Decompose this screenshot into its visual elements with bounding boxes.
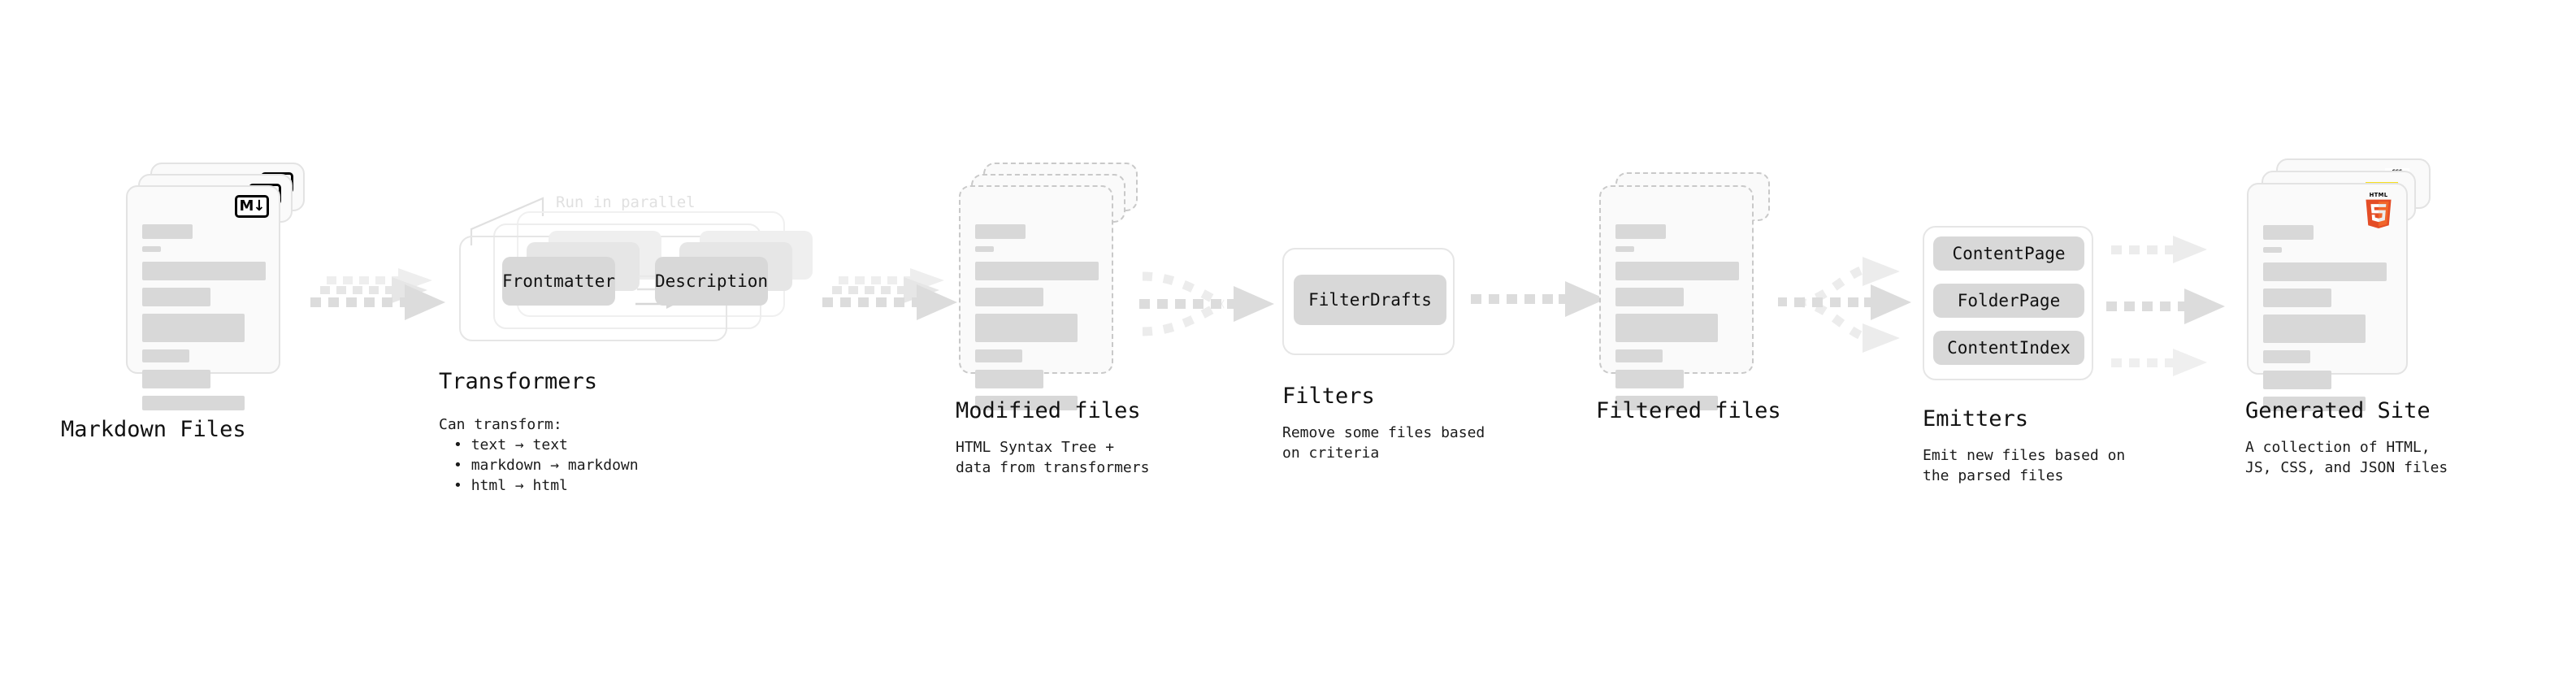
arrow-filtered-to-emitters xyxy=(1778,241,1941,395)
arrow-markdown-to-transformers xyxy=(309,268,455,358)
html5-badge: HTML xyxy=(2362,191,2395,228)
markdown-badge-front: M↓ xyxy=(235,195,269,218)
transformers-bullet-2: • html → html xyxy=(453,477,568,494)
emitter-pill-contentindex[interactable]: ContentIndex xyxy=(1933,331,2084,365)
arrow-emitters-to-site xyxy=(2106,234,2269,388)
stage-desc-transformers: Can transform: xyxy=(439,414,562,435)
transformers-bullet-0: • text → text xyxy=(453,436,568,453)
modified-file-stack xyxy=(959,163,1138,423)
run-in-parallel-label: Run in parallel xyxy=(556,193,696,211)
emitter-pill-contentpage[interactable]: ContentPage xyxy=(1933,236,2084,271)
stage-label-emitters: Emitters xyxy=(1923,406,2029,432)
stage-label-markdown-files: Markdown Files xyxy=(61,417,246,442)
card-content-placeholder xyxy=(2263,225,2393,419)
stage-desc-modified-files: HTML Syntax Tree + data from transformer… xyxy=(956,439,1150,476)
stage-markdown-files: M↓ M↓ M↓ xyxy=(61,163,305,442)
transformers-desc-line: Can transform: xyxy=(439,416,562,433)
card-content-placeholder xyxy=(975,224,1099,418)
transformer-pill-description[interactable]: Description xyxy=(655,257,768,306)
arrow-filters-to-filtered xyxy=(1469,281,1607,332)
stage-label-modified-files: Modified files xyxy=(956,398,1141,423)
filtered-file-stack xyxy=(1599,163,1778,423)
svg-text:HTML: HTML xyxy=(2370,192,2388,198)
stage-desc-generated-site: A collection of HTML, JS, CSS, and JSON … xyxy=(2245,439,2448,476)
arrow-modified-to-filters xyxy=(1138,258,1300,372)
stage-label-filters: Filters xyxy=(1282,384,1375,409)
stage-filtered-files: Filtered files xyxy=(1596,163,1781,423)
stage-label-transformers: Transformers xyxy=(439,369,598,394)
card-content-placeholder xyxy=(142,224,266,418)
arrow-transformers-to-modified xyxy=(821,268,967,358)
html5-icon: HTML xyxy=(2366,192,2392,228)
card-content-placeholder xyxy=(1615,224,1739,418)
transformers-bullet-1: • markdown → markdown xyxy=(453,457,639,474)
markdown-card-front: M↓ xyxy=(126,185,280,410)
filter-pill-filterdrafts[interactable]: FilterDrafts xyxy=(1294,275,1446,325)
stage-desc-filters: Remove some files based on criteria xyxy=(1282,424,1485,462)
modified-card-front xyxy=(959,185,1113,410)
markdown-file-stack: M↓ M↓ M↓ xyxy=(126,163,305,423)
site-card-html: HTML xyxy=(2247,183,2408,411)
stage-label-generated-site: Generated Site xyxy=(2245,398,2431,423)
stage-desc-emitters: Emit new files based on the parsed files xyxy=(1923,447,2126,484)
emitter-pill-folderpage[interactable]: FolderPage xyxy=(1933,284,2084,318)
generated-site-file-stack: CSS HTML xyxy=(2247,158,2434,419)
markdown-icon: M↓ xyxy=(235,195,269,218)
stage-generated-site: CSS HTML xyxy=(2245,158,2448,476)
filtered-card-front xyxy=(1599,185,1754,410)
stage-label-filtered-files: Filtered files xyxy=(1596,398,1781,423)
transformer-pill-frontmatter[interactable]: Frontmatter xyxy=(502,257,615,306)
stage-modified-files: Modified files HTML Syntax Tree + data f… xyxy=(956,163,1149,476)
